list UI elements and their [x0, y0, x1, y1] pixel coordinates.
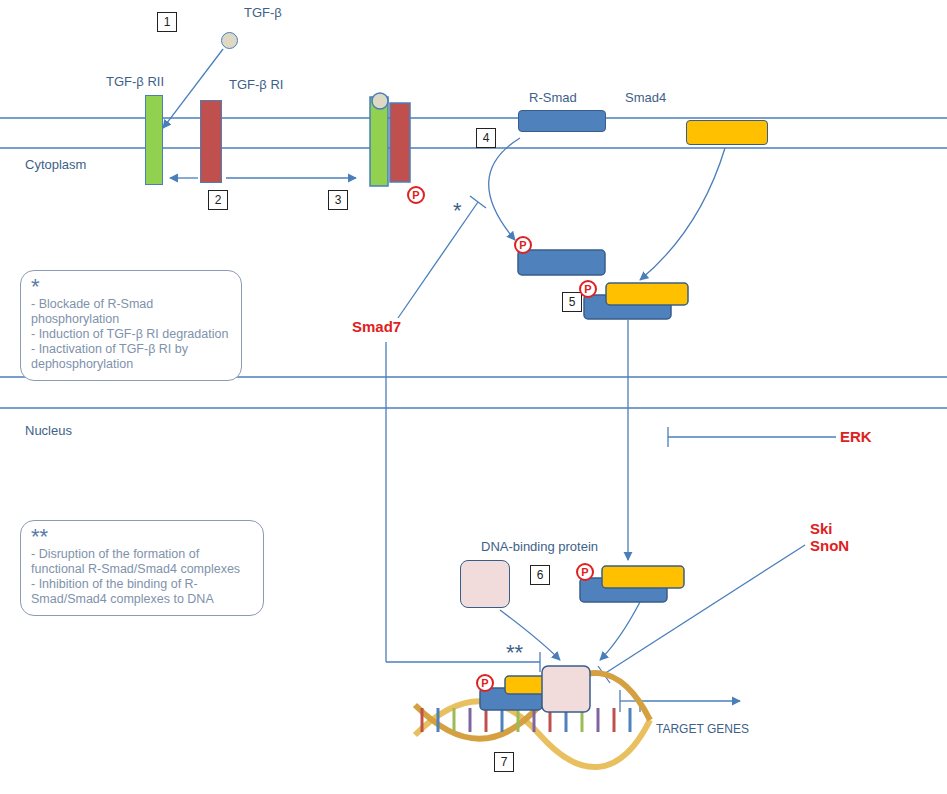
region-label: Cytoplasm [25, 157, 86, 172]
region-label: Nucleus [25, 423, 72, 438]
smad-box: R-Smad [518, 110, 606, 132]
regulator-label: Ski SnoN [810, 520, 858, 554]
callout-number: 6 [530, 565, 550, 585]
callout-number: 2 [208, 190, 228, 210]
legend-mark: ** [31, 527, 253, 547]
phospho-mark: P [476, 674, 494, 692]
region-label: TARGET GENES [656, 722, 749, 736]
receptor-bar: TGF-β RII [145, 95, 163, 185]
phospho-mark: P [579, 280, 597, 298]
node-label: TGF-β RII [106, 74, 164, 89]
callout-number: 3 [328, 190, 348, 210]
protein-box: DNA-binding protein [460, 560, 510, 608]
callout-number: 5 [562, 292, 582, 312]
receptor-bar: TGF-β RI [200, 100, 222, 183]
legend-box: *- Blockade of R-Smad phosphorylation- I… [20, 270, 242, 381]
legend-mark: * [31, 277, 231, 297]
legend-item: - Inactivation of TGF-β RI by dephosphor… [31, 342, 231, 372]
callout-number: 7 [494, 752, 514, 772]
phospho-mark: P [576, 563, 594, 581]
callout-number: 1 [157, 12, 177, 32]
callout-number: 4 [476, 128, 496, 148]
phospho-mark: P [514, 236, 532, 254]
legend-box: **- Disruption of the formation of funct… [20, 520, 264, 616]
legend-item: - Induction of TGF-β RI degradation [31, 327, 231, 342]
asterisk-mark: * [453, 198, 462, 224]
phospho-mark: P [407, 186, 425, 204]
smad-box: Smad4 [686, 120, 768, 145]
node-label: TGF-β RI [229, 77, 283, 92]
node-label: TGF-β [244, 5, 282, 20]
node-label: Smad4 [625, 90, 666, 105]
legend-item: - Blockade of R-Smad phosphorylation [31, 297, 231, 327]
asterisk-mark: ** [506, 640, 523, 666]
node-label: R-Smad [529, 90, 577, 105]
ligand-circle: TGF-β [221, 32, 238, 49]
node-label: DNA-binding protein [481, 539, 598, 554]
legend-item: - Inhibition of the binding of R-Smad/Sm… [31, 577, 253, 607]
regulator-label: Smad7 [352, 318, 401, 335]
regulator-label: ERK [840, 428, 872, 445]
legend-item: - Disruption of the formation of functio… [31, 547, 253, 577]
